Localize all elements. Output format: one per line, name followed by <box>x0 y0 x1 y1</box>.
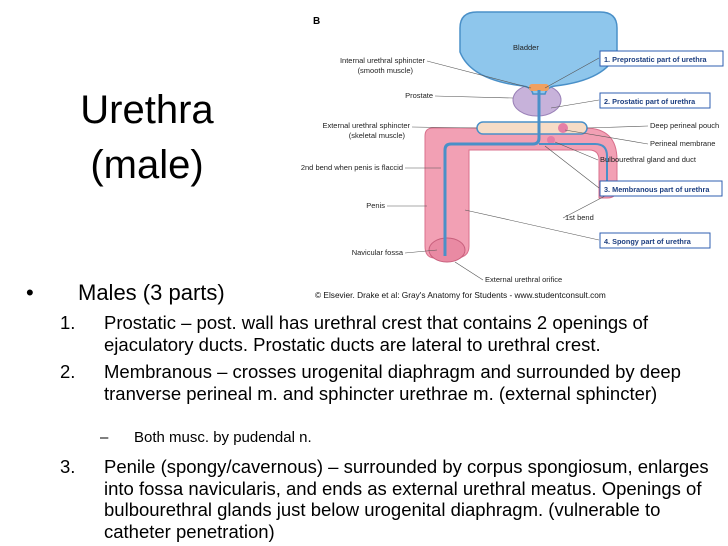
label-navicular-fossa: Navicular fossa <box>352 248 404 257</box>
list-item-text: Membranous – crosses urogenital diaphrag… <box>104 361 681 404</box>
label-first-bend: 1st bend <box>565 213 594 222</box>
box2-text: 2. Prostatic part of urethra <box>604 97 696 106</box>
label-deep-pouch: Deep perineal pouch <box>650 121 719 130</box>
list-item-number: 3. <box>60 456 76 477</box>
leader-lines <box>387 57 649 281</box>
box-spongy: 4. Spongy part of urethra <box>599 232 711 249</box>
main-bullet-text: Males (3 parts) <box>78 280 225 305</box>
label-bulbourethral: Bulbourethral gland and duct <box>600 155 697 164</box>
list-item-text: Prostatic – post. wall has urethral cres… <box>104 312 648 355</box>
label-external-orifice: External urethral orifice <box>485 275 562 284</box>
list-item-number: 1. <box>60 312 76 333</box>
label-internal-sphincter-1: Internal urethral sphincter <box>340 56 426 65</box>
box-preprostatic: 1. Preprostatic part of urethra <box>599 50 724 67</box>
figure-credit: © Elsevier. Drake et al: Gray's Anatomy … <box>315 290 606 300</box>
bladder-shape <box>459 11 618 95</box>
anatomy-figure: B Internal urethral sphincter (smooth mu… <box>255 10 725 302</box>
label-prostate: Prostate <box>405 91 433 100</box>
list-item-number: 2. <box>60 361 76 382</box>
bullet-dot: • <box>26 280 34 305</box>
label-internal-sphincter-2: (smooth muscle) <box>358 66 414 75</box>
box1-text: 1. Preprostatic part of urethra <box>604 55 708 64</box>
box-prostatic: 2. Prostatic part of urethra <box>599 92 711 109</box>
slide-title-line2: (male) <box>90 143 204 187</box>
label-bladder: Bladder <box>513 43 539 52</box>
sub-bullet-dash: – <box>100 429 109 446</box>
internal-sphincter-shape <box>529 84 549 91</box>
label-external-sphincter-2: (skeletal muscle) <box>349 131 406 140</box>
label-second-bend: 2nd bend when penis is flaccid <box>301 163 403 172</box>
panel-letter: B <box>313 16 320 27</box>
glans-shape <box>428 237 466 263</box>
box-membranous: 3. Membranous part of urethra <box>599 180 723 197</box>
box4-text: 4. Spongy part of urethra <box>604 237 692 246</box>
label-penis: Penis <box>366 201 385 210</box>
sub-bullet-text: Both musc. by pudendal n. <box>134 429 312 446</box>
list-item-text: Penile (spongy/cavernous) – surrounded b… <box>104 456 709 542</box>
urethra-path <box>443 90 541 256</box>
slide-title-line1: Urethra <box>80 88 214 132</box>
deep-perineal-pouch-shape <box>476 121 588 135</box>
box3-text: 3. Membranous part of urethra <box>604 185 710 194</box>
label-perineal-membrane: Perineal membrane <box>650 139 715 148</box>
bulbourethral-gland-shape <box>558 123 568 133</box>
label-external-sphincter-1: External urethral sphincter <box>322 121 410 130</box>
urethra-diagram: B Internal urethral sphincter (smooth mu… <box>301 11 724 300</box>
bulbourethral-gland-shape-2 <box>547 136 555 144</box>
